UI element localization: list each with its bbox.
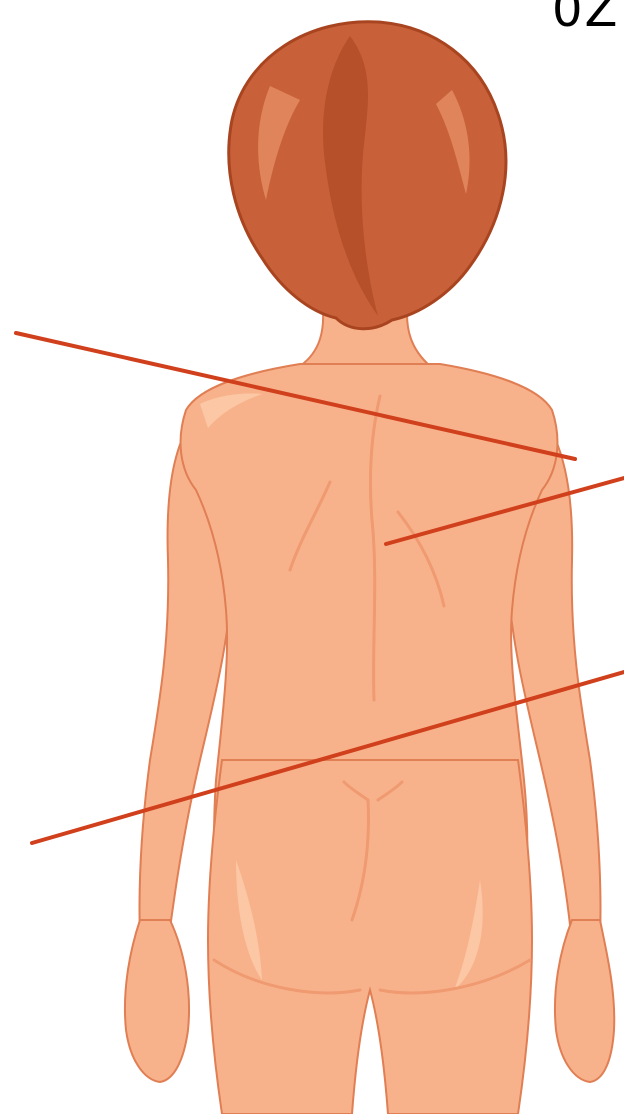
left-hand [125, 920, 189, 1082]
right-hand [555, 920, 614, 1082]
corner-label: 0Z [552, 0, 619, 34]
